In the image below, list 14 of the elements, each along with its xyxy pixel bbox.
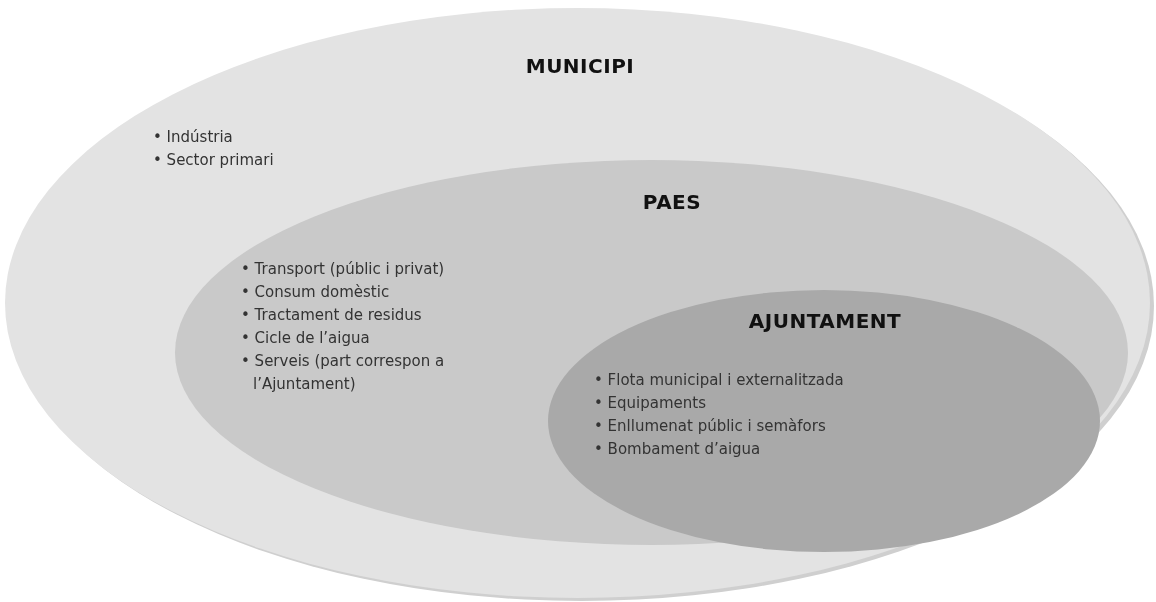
bullet-item: • Transport (públic i privat)	[241, 259, 446, 280]
bullet-item: • Cicle de l’aigua	[241, 328, 371, 349]
bullet-item: • Consum domèstic	[241, 282, 391, 303]
region-title: AJUNTAMENT	[748, 309, 902, 333]
bullet-item: • Flota municipal i externalitzada	[594, 370, 845, 391]
bullet-item: • Serveis (part correspon a l’Ajuntament)	[241, 351, 446, 395]
region-title: PAES	[642, 190, 702, 214]
bullet-item: • Sector primari	[153, 150, 275, 171]
region-title: MUNICIPI	[525, 54, 635, 78]
bullet-item: • Enllumenat públic i semàfors	[594, 416, 827, 437]
bullet-item: • Bombament d’aigua	[594, 439, 762, 460]
bullet-item: • Tractament de residus	[241, 305, 423, 326]
bullet-item: • Equipaments	[594, 393, 708, 414]
bullet-item: • Indústria	[153, 127, 234, 148]
